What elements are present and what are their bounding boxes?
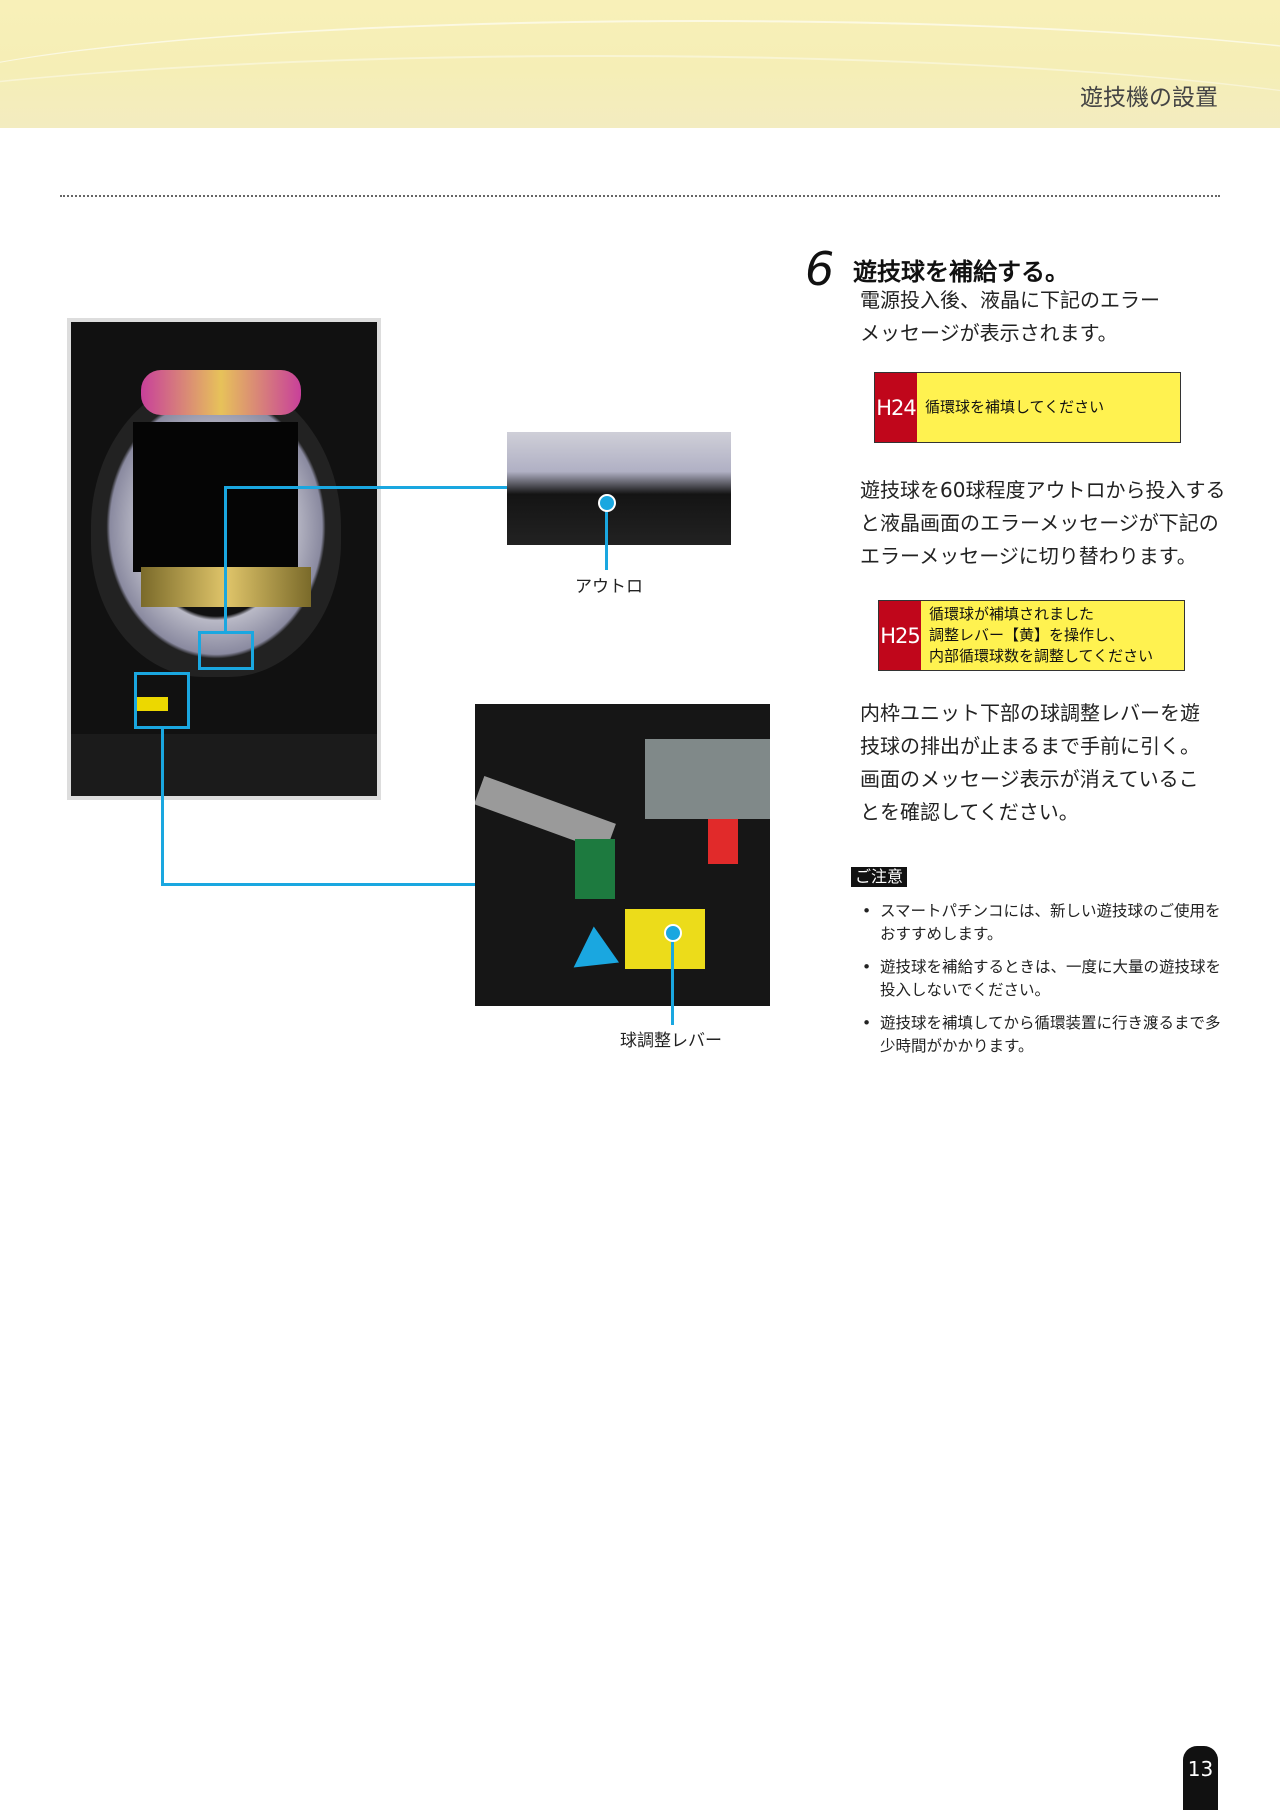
machine-logo (141, 370, 301, 415)
error-code: H24 (875, 373, 917, 442)
text-line: 画面のメッセージ表示が消えているこ (860, 767, 1199, 791)
list-item: 遊技球を補給するときは、一度に大量の遊技球を投入しないでください。 (862, 956, 1232, 1002)
connector-line (224, 486, 227, 632)
page-number: 13 (1183, 1746, 1218, 1810)
callout-dot (598, 494, 616, 512)
error-text: 内部循環球数を調整してください (929, 647, 1154, 665)
connector-line (161, 883, 475, 886)
text-line: 内枠ユニット下部の球調整レバーを遊 (860, 701, 1200, 725)
step-number: 6 (805, 242, 835, 296)
text-line: エラーメッセージに切り替わります。 (860, 544, 1197, 568)
out-port-label: アウトロ (575, 577, 643, 597)
text-line: メッセージが表示されます。 (860, 321, 1118, 345)
error-text: 調整レバー【黄】を操作し、 (929, 626, 1125, 644)
adjust-lever-label: 球調整レバー (620, 1031, 722, 1051)
pull-arrow-icon (560, 926, 620, 986)
error-message-h24: H24 循環球を補填してください (874, 372, 1181, 443)
pachinko-machine-photo (67, 318, 381, 800)
list-item: スマートパチンコには、新しい遊技球のご使用をおすすめします。 (862, 900, 1232, 946)
error-message-h25: H25 循環球が補填されました 調整レバー【黄】を操作し、 内部循環球数を調整し… (878, 600, 1185, 671)
page-header: 遊技機の設置 (0, 0, 1280, 128)
error-code: H25 (879, 601, 921, 670)
text-line: と液晶画面のエラーメッセージが下記の (860, 511, 1219, 535)
text-line: 遊技球を60球程度アウトロから投入する (860, 478, 1226, 502)
callout-line (605, 502, 608, 570)
caution-list: スマートパチンコには、新しい遊技球のご使用をおすすめします。 遊技球を補給すると… (862, 900, 1232, 1068)
callout-dot (664, 924, 682, 942)
out-port-photo (507, 432, 731, 545)
list-item: 遊技球を補填してから循環装置に行き渡るまで多少時間がかかります。 (862, 1012, 1232, 1058)
error-text: 循環球が補填されました (929, 605, 1095, 623)
text-line: 技球の排出が止まるまで手前に引く。 (860, 734, 1200, 758)
caution-label: ご注意 (851, 867, 908, 887)
text-line: とを確認してください。 (860, 800, 1079, 824)
out-highlight-box (198, 631, 254, 670)
instruction-paragraph: 遊技球を60球程度アウトロから投入する と液晶画面のエラーメッセージが下記の エ… (860, 474, 1280, 573)
section-title: 遊技機の設置 (1080, 85, 1218, 111)
dotted-divider (60, 195, 1220, 197)
error-text: 循環球を補填してください (925, 398, 1105, 416)
callout-line (671, 940, 674, 1025)
lever-highlight-box (134, 672, 190, 729)
connector-line (224, 486, 507, 489)
step-title: 遊技球を補給する。 (853, 258, 1069, 286)
adjust-lever-photo (475, 704, 770, 1006)
instruction-paragraph: 内枠ユニット下部の球調整レバーを遊 技球の排出が止まるまで手前に引く。 画面のメ… (860, 697, 1260, 829)
instruction-paragraph: 電源投入後、液晶に下記のエラー メッセージが表示されます。 (860, 284, 1260, 350)
connector-line (161, 728, 164, 886)
text-line: 電源投入後、液晶に下記のエラー (860, 288, 1160, 312)
